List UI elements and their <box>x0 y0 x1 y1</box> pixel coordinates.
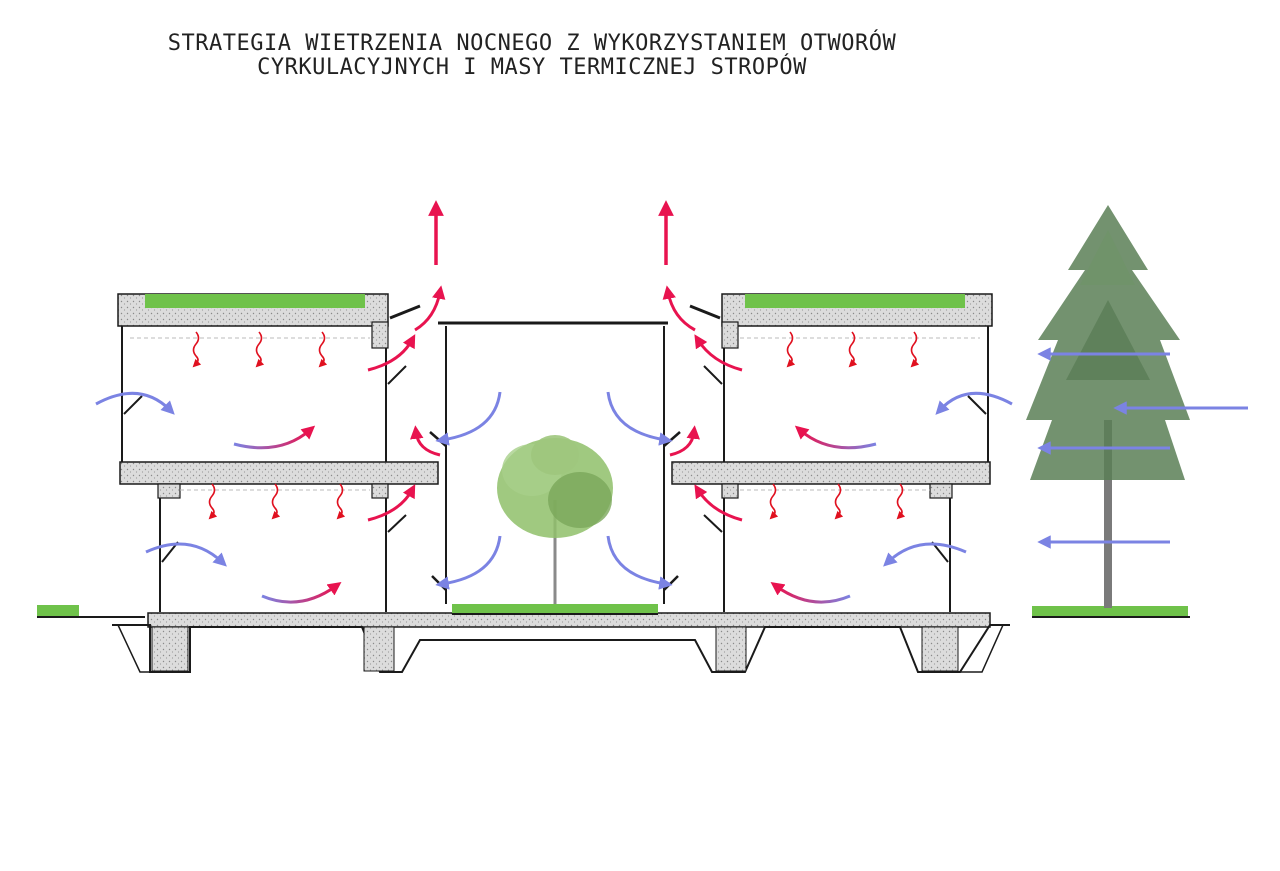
heat-release-arrows <box>192 331 920 520</box>
atrium-tree-icon <box>497 435 613 604</box>
diagram-title: STRATEGIA WIETRZENIA NOCNEGO Z WYKORZYST… <box>0 32 1064 80</box>
ground <box>37 612 1190 673</box>
wavy-down-arrow-icon <box>769 483 779 520</box>
footing-mid-left <box>363 626 395 672</box>
building-left <box>117 293 439 612</box>
building-right <box>671 293 993 612</box>
footing-left <box>151 626 189 672</box>
wavy-down-arrow-icon <box>192 331 202 368</box>
wavy-down-arrow-icon <box>848 331 858 368</box>
wavy-down-arrow-icon <box>318 331 328 368</box>
wavy-down-arrow-icon <box>896 483 906 520</box>
pine-tree-icon <box>1026 205 1190 608</box>
wavy-down-arrow-icon <box>336 483 346 520</box>
footing-right <box>921 626 959 672</box>
warm-exhaust-arrows <box>367 200 743 522</box>
floor-slab-left <box>119 461 439 485</box>
green-roof-left <box>145 294 365 308</box>
wavy-down-arrow-icon <box>786 331 796 368</box>
grass <box>37 604 1188 616</box>
wavy-down-arrow-icon <box>255 331 265 368</box>
wavy-down-arrow-icon <box>834 483 844 520</box>
room-crossflows <box>233 425 877 604</box>
title-line-1: STRATEGIA WIETRZENIA NOCNEGO Z WYKORZYST… <box>167 31 897 56</box>
wavy-down-arrow-icon <box>271 483 281 520</box>
cool-inflow-arrows <box>95 347 1248 590</box>
footing-mid-right <box>715 626 747 672</box>
wavy-down-arrow-icon <box>910 331 920 368</box>
wavy-down-arrow-icon <box>208 483 218 520</box>
title-line-2: CYRKULACYJNYCH I MASY TERMICZNEJ STROPÓW <box>257 55 807 80</box>
green-roof-right <box>745 294 965 308</box>
floor-slab-right <box>671 461 991 485</box>
ground-slab <box>147 612 991 628</box>
